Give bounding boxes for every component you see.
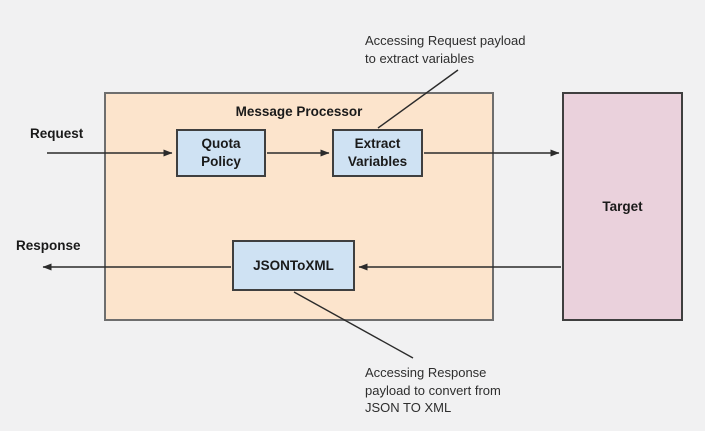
node-json-to-xml: JSONToXML bbox=[232, 240, 355, 291]
request-label: Request bbox=[30, 126, 84, 141]
annotation-response-payload: Accessing Response payload to convert fr… bbox=[365, 365, 501, 415]
node-extract-variables: Extract Variables bbox=[332, 129, 423, 177]
message-processor-title: Message Processor bbox=[235, 104, 363, 119]
response-label: Response bbox=[16, 238, 81, 253]
node-quota-policy: Quota Policy bbox=[176, 129, 266, 177]
annotation-request-payload: Accessing Request payload to extract var… bbox=[365, 33, 526, 66]
node-target: Target bbox=[562, 92, 683, 321]
